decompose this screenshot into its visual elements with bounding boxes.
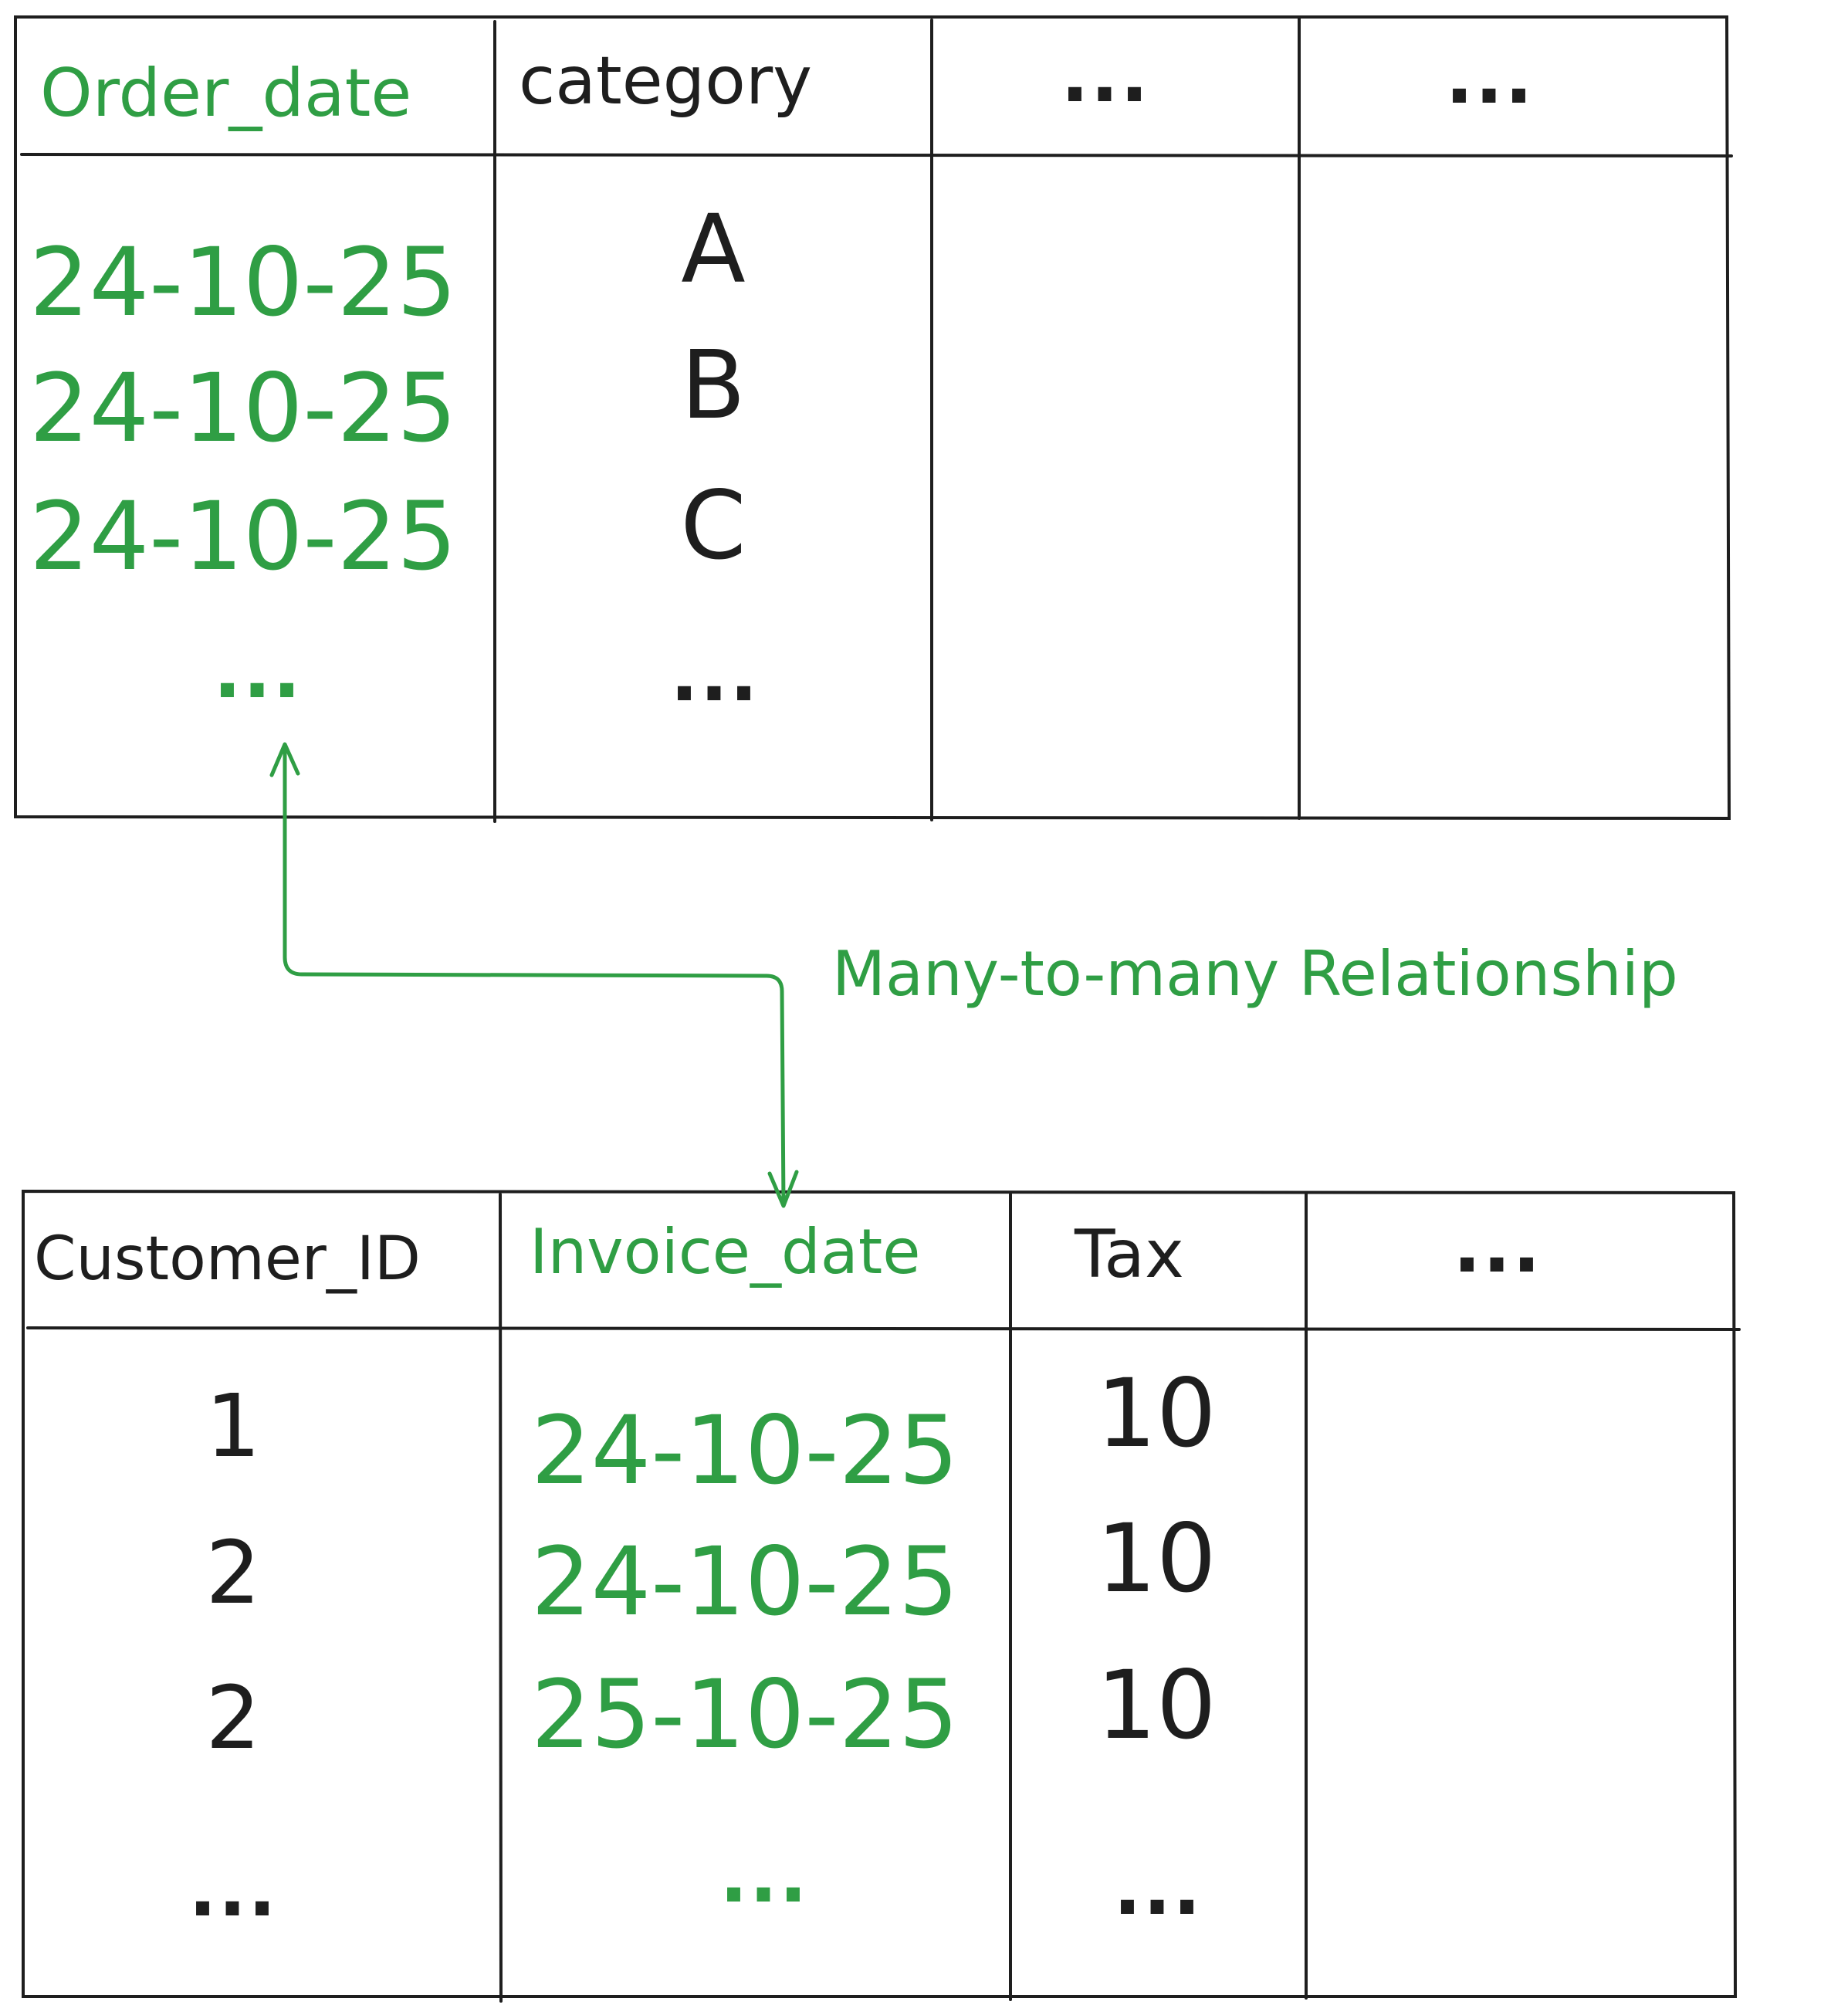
order-date-ellipsis: ... — [213, 628, 303, 715]
invoice-date-cell: 25-10-25 — [531, 1660, 959, 1769]
top-table-border — [14, 15, 1731, 821]
top-table-header-rule — [20, 153, 1733, 157]
tax-cell: 10 — [1096, 1651, 1217, 1760]
arrowhead-up-icon — [269, 742, 300, 777]
category-cell: A — [681, 195, 746, 304]
header-category: category — [519, 42, 813, 120]
header-ellipsis-4: ... — [1445, 34, 1535, 120]
tax-ellipsis: ... — [1113, 1845, 1203, 1932]
category-cell: C — [680, 471, 746, 581]
customer-id-ellipsis: ... — [188, 1847, 278, 1933]
bottom-table-border — [22, 1189, 1738, 1998]
arrowhead-down-icon — [767, 1170, 799, 1208]
top-table-grid — [14, 15, 1733, 823]
tax-cell: 10 — [1096, 1359, 1217, 1468]
category-ellipsis: ... — [670, 632, 760, 718]
bottom-table-col-divider-1 — [499, 1193, 503, 2003]
invoice-date-ellipsis: ... — [719, 1833, 809, 1919]
invoice-date-cell: 24-10-25 — [531, 1527, 959, 1637]
relationship-connector — [269, 742, 799, 1208]
bottom-table-header-rule — [26, 1326, 1741, 1331]
customer-id-cell: 1 — [205, 1377, 261, 1477]
header-customer-id: Customer_ID — [34, 1224, 421, 1294]
order-date-cell: 24-10-25 — [29, 354, 457, 463]
order-date-cell: 24-10-25 — [29, 228, 457, 337]
customer-id-cell: 2 — [205, 1523, 261, 1624]
invoice-date-cell: 24-10-25 — [531, 1396, 959, 1505]
order-date-cell: 24-10-25 — [29, 482, 457, 591]
category-cell: B — [681, 330, 746, 440]
header-ellipsis-4: ... — [1453, 1203, 1542, 1289]
relationship-label: Many-to-many Relationship — [832, 938, 1678, 1010]
header-tax: Tax — [1075, 1216, 1184, 1293]
tax-cell: 10 — [1096, 1504, 1217, 1614]
header-ellipsis-3: ... — [1061, 32, 1150, 119]
customer-id-cell: 2 — [205, 1668, 261, 1769]
connector-line — [283, 747, 786, 1207]
bottom-table-grid — [22, 1189, 1741, 2003]
header-order-date: Order_date — [40, 55, 412, 132]
header-invoice-date: Invoice_date — [530, 1216, 921, 1288]
